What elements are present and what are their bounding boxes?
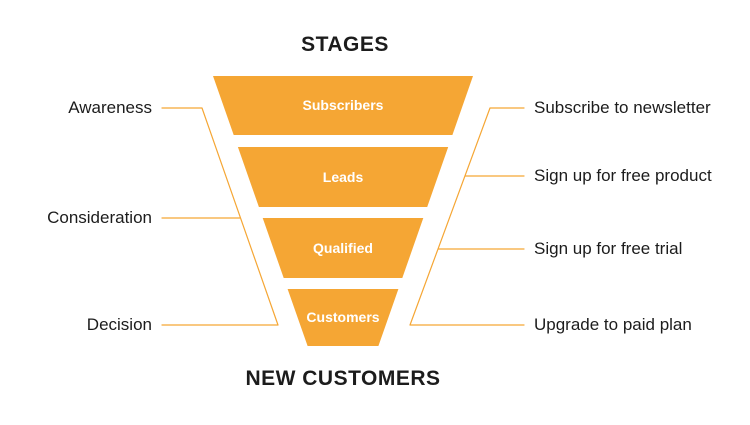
stage-label-subscribers: Subscribers — [302, 97, 384, 113]
funnel-stage-shape-subscribers — [213, 76, 473, 135]
funnel-stage-shape-customers — [287, 289, 399, 346]
funnel-stage-shape-qualified — [262, 218, 424, 278]
action-label-subscribe-newsletter: Subscribe to newsletter — [534, 98, 711, 117]
action-label-signup-free-product: Sign up for free product — [534, 166, 712, 185]
stage-label-customers: Customers — [306, 309, 380, 325]
action-label-upgrade-paid-plan: Upgrade to paid plan — [534, 315, 692, 334]
diagram-footer: NEW CUSTOMERS — [245, 367, 441, 390]
left-connector-lines — [161, 107, 279, 326]
stage-label-leads: Leads — [322, 169, 364, 185]
phase-label-awareness: Awareness — [68, 98, 152, 117]
funnel-stage-shape-leads — [237, 147, 449, 207]
stage-label-qualified: Qualified — [313, 240, 373, 256]
phase-label-consideration: Consideration — [47, 208, 152, 227]
right-connector-lines — [409, 107, 525, 326]
diagram-title: STAGES — [301, 33, 389, 56]
phase-label-decision: Decision — [86, 315, 152, 334]
action-label-signup-free-trial: Sign up for free trial — [534, 239, 683, 258]
